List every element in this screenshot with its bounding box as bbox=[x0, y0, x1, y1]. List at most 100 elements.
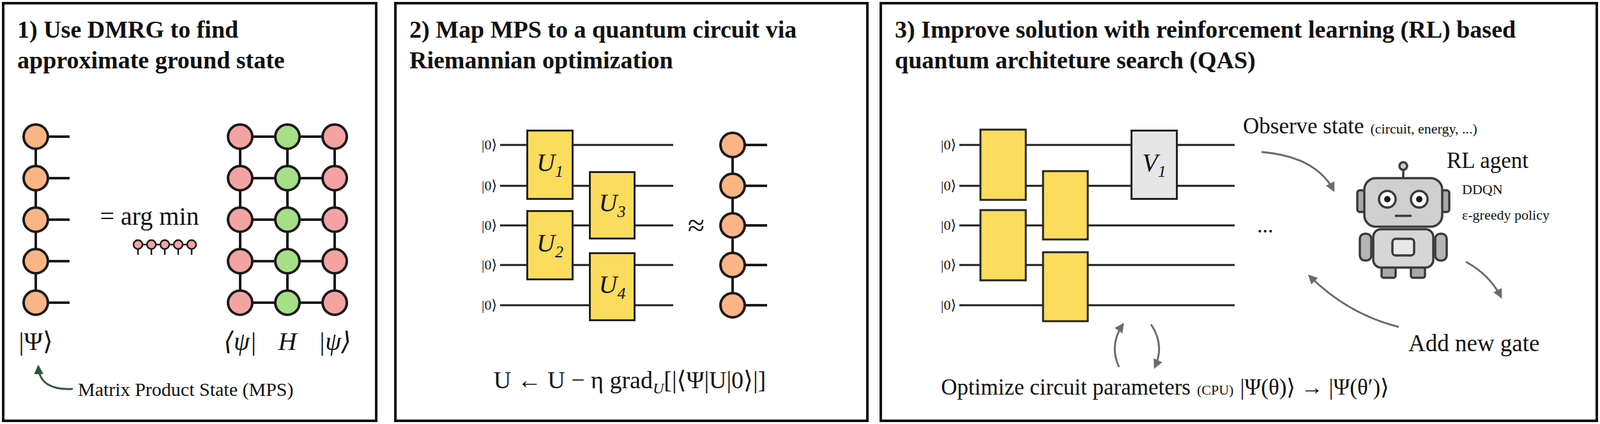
formula-text: U bbox=[652, 380, 664, 397]
label-row: Observe state (circuit, energy, ...) bbox=[1242, 114, 1478, 140]
step-heading: 3) Improve solution with reinforcement l… bbox=[894, 14, 1592, 76]
mps-chain bbox=[720, 132, 768, 318]
annotation-label: |0⟩ bbox=[940, 297, 957, 313]
gate-label: U4 bbox=[599, 272, 626, 303]
annotation-label: |0⟩ bbox=[940, 178, 957, 194]
annotation-label: |0⟩ bbox=[481, 217, 497, 234]
cycle-arrow bbox=[1150, 324, 1160, 368]
annotation-label: ... bbox=[1257, 213, 1274, 237]
gate-box: U2 bbox=[526, 210, 574, 281]
gate-symbol bbox=[1043, 252, 1088, 322]
mps-tensor bbox=[720, 213, 745, 238]
gate-box: U1 bbox=[526, 129, 574, 200]
bra-tensor bbox=[228, 124, 253, 149]
robot-mouth bbox=[1394, 214, 1412, 218]
robot-arm bbox=[1359, 233, 1372, 261]
mps-tensor bbox=[720, 132, 745, 158]
expectation-network bbox=[228, 124, 347, 315]
cycle-arrow bbox=[1114, 324, 1123, 368]
annotation-label: ε-greedy policy bbox=[1462, 207, 1550, 223]
gate-symbol bbox=[1043, 171, 1088, 240]
mpo-tensor bbox=[275, 166, 300, 191]
annotation-label: |ψ⟩ bbox=[318, 327, 351, 356]
ket-tensor bbox=[322, 166, 347, 191]
ket-tensor bbox=[322, 249, 347, 274]
bra-tensor bbox=[228, 207, 253, 232]
formula-text: U ← U − η grad bbox=[493, 367, 653, 395]
mpo-tensor bbox=[275, 124, 300, 149]
ket-tensor bbox=[322, 207, 347, 232]
formula-text: (circuit, energy, ...) bbox=[1370, 121, 1478, 137]
formula-text: [|⟨Ψ|U|0⟩|] bbox=[663, 367, 766, 395]
robot-pupil bbox=[1384, 196, 1391, 203]
annotation-label: H bbox=[278, 327, 298, 356]
mpo-tensor bbox=[275, 249, 300, 274]
label-row: Optimize circuit parameters (CPU) |Ψ(θ)⟩ →… bbox=[940, 375, 1389, 401]
annotation-label: |0⟩ bbox=[481, 257, 497, 273]
step-heading: 1) Use DMRG to find approximate ground s… bbox=[17, 14, 363, 76]
annotation-label: ⟨ψ| bbox=[223, 327, 257, 356]
robot-pupil bbox=[1416, 196, 1423, 203]
gate-label: U3 bbox=[599, 190, 626, 221]
flow-arrow bbox=[1465, 261, 1501, 298]
mps-tensor bbox=[146, 240, 156, 250]
robot-body bbox=[1373, 229, 1434, 268]
mps-tensor bbox=[187, 240, 197, 250]
robot-head bbox=[1364, 178, 1443, 227]
formula-text: |Ψ(θ)⟩ → |Ψ(θ′)⟩ bbox=[1239, 375, 1389, 401]
bra-tensor bbox=[228, 166, 253, 191]
annotation-label: |0⟩ bbox=[940, 137, 957, 153]
annotation-label: |0⟩ bbox=[481, 137, 497, 153]
bra-tensor bbox=[228, 249, 253, 274]
mps-tensor bbox=[720, 293, 745, 318]
step-panel: 2) Map MPS to a quantum circuit via Riem… bbox=[394, 1, 869, 423]
qubit-wire bbox=[959, 304, 1235, 307]
gate-layer bbox=[980, 129, 1088, 322]
formula-text: Optimize circuit parameters bbox=[940, 375, 1191, 401]
pointer-arrow bbox=[38, 366, 73, 389]
gate-label: U2 bbox=[536, 230, 564, 261]
annotation-label: |0⟩ bbox=[481, 178, 497, 194]
robot-eye bbox=[1379, 190, 1396, 208]
formula-text: (CPU) bbox=[1196, 382, 1234, 398]
mpo-tensor bbox=[275, 207, 300, 232]
robot-antenna-tip bbox=[1399, 162, 1408, 170]
mps-chain bbox=[23, 124, 70, 315]
annotation-label: |0⟩ bbox=[940, 217, 957, 234]
gate-label: V1 bbox=[1142, 150, 1166, 181]
annotation-label: Add new gate bbox=[1408, 330, 1540, 358]
mps-tensor bbox=[720, 252, 745, 278]
gate-label: U1 bbox=[536, 150, 564, 181]
annotation-label: RL agent bbox=[1446, 148, 1529, 174]
mps-tensor bbox=[23, 207, 48, 232]
annotation-label: = arg min bbox=[99, 202, 199, 231]
mps-tensor bbox=[23, 249, 48, 274]
mpo-tensor bbox=[275, 290, 300, 315]
gate-symbol bbox=[980, 129, 1026, 200]
qubit-wire bbox=[500, 304, 674, 307]
robot-arm bbox=[1435, 233, 1447, 261]
annotation-label: ≈ bbox=[687, 208, 705, 243]
small-mps bbox=[133, 240, 197, 255]
gate-box: V1 bbox=[1130, 129, 1178, 200]
mps-tensor bbox=[720, 173, 745, 199]
ket-tensor bbox=[322, 290, 347, 315]
annotation-label: |0⟩ bbox=[940, 257, 957, 273]
robot-panel bbox=[1392, 238, 1415, 256]
mps-tensor bbox=[133, 240, 143, 250]
formula-text: Observe state bbox=[1242, 114, 1365, 140]
annotation-label: |0⟩ bbox=[481, 297, 497, 313]
mps-tensor bbox=[173, 240, 183, 250]
ket-tensor bbox=[322, 124, 347, 149]
flow-arrow bbox=[1309, 275, 1399, 328]
robot-eye bbox=[1410, 190, 1428, 208]
annotation-label: |Ψ⟩ bbox=[18, 327, 53, 356]
mps-tensor bbox=[160, 240, 170, 250]
bra-tensor bbox=[228, 290, 253, 315]
mps-tensor bbox=[23, 166, 48, 191]
annotation-label: DDQN bbox=[1462, 182, 1503, 198]
gate-symbol bbox=[980, 210, 1026, 281]
robot-icon bbox=[1357, 162, 1450, 278]
step-heading: 2) Map MPS to a quantum circuit via Riem… bbox=[409, 14, 851, 76]
label-row: U ← U − η gradU[|⟨Ψ|U|0⟩|] bbox=[493, 367, 766, 395]
